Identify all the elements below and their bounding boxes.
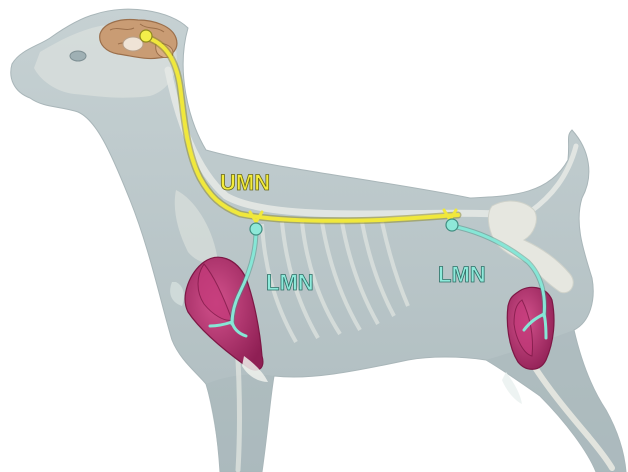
lmn-front-cell-body <box>250 223 262 235</box>
lmn-hind-cell-body <box>446 219 458 231</box>
lmn-hind-label: LMN <box>438 262 486 287</box>
umn-label: UMN <box>220 170 270 195</box>
eye <box>70 51 86 61</box>
umn-cell-body <box>140 30 152 42</box>
lmn-front-label: LMN <box>266 270 314 295</box>
